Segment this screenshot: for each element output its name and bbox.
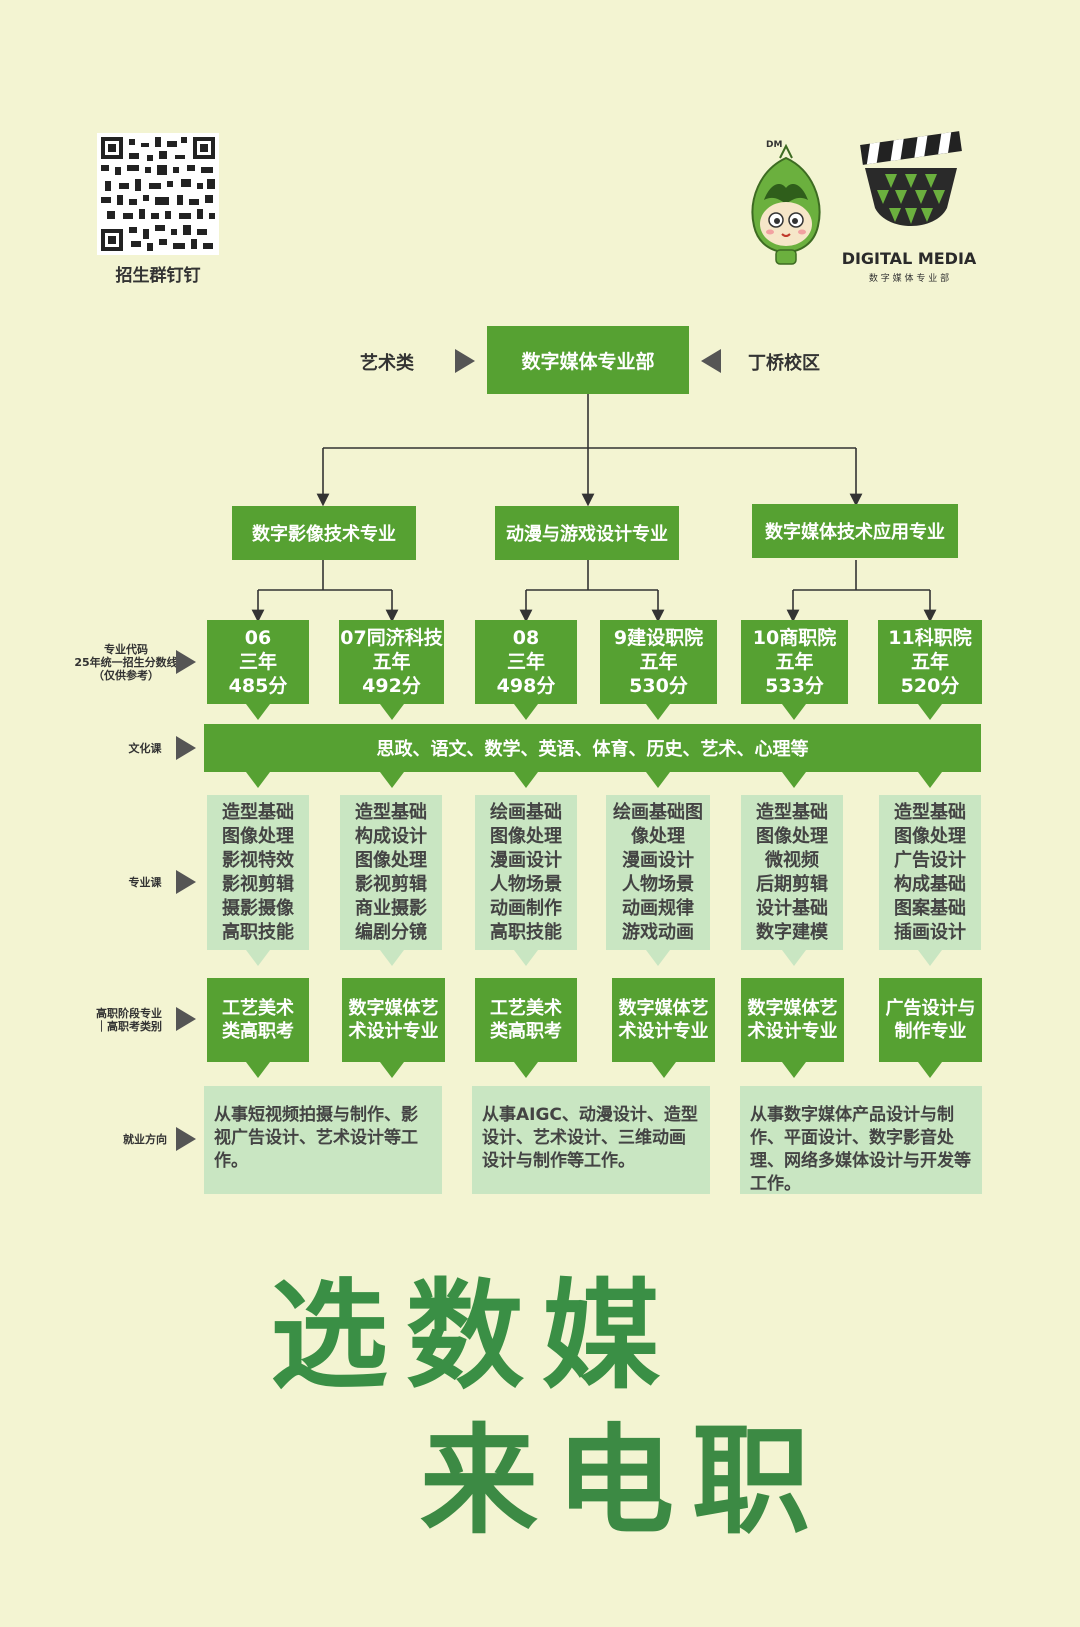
arrow-right-icon (176, 736, 196, 760)
arrow-down-icon (646, 704, 670, 720)
course-box-08: 绘画基础 图像处理 漫画设计 人物场景 动画制作 高职技能 (475, 795, 577, 950)
arrow-right-icon (176, 1007, 196, 1031)
higher-box-07: 数字媒体艺 术设计专业 (342, 978, 445, 1062)
arrow-down-icon (782, 772, 806, 788)
digital-media-logo-icon (860, 131, 962, 226)
arrow-down-icon (380, 950, 404, 966)
brand-name: DIGITAL MEDIA (841, 249, 977, 268)
arrow-down-icon (514, 950, 538, 966)
mascot-tag: DM (766, 140, 783, 150)
code-box-08: 08 三年 498分 (475, 620, 577, 704)
higher-box-06: 工艺美术 类高职考 (207, 978, 309, 1062)
row-label-culture: 文化课 (128, 742, 162, 755)
course-box-11: 造型基础 图像处理 广告设计 构成基础 图案基础 插画设计 (879, 795, 981, 950)
major-box-animation-game: 动漫与游戏设计专业 (495, 506, 679, 560)
arrow-down-icon (246, 950, 270, 966)
higher-box-11: 广告设计与 制作专业 (879, 978, 982, 1062)
arrow-down-icon (646, 950, 670, 966)
career-box-digital-imaging: 从事短视频拍摄与制作、影视广告设计、艺术设计等工作。 (204, 1086, 442, 1194)
arrow-right-icon (176, 1127, 196, 1151)
qr-caption: 招生群钉钉 (115, 266, 201, 286)
arrow-down-icon (514, 1062, 538, 1078)
arrow-down-icon (246, 704, 270, 720)
arrow-down-icon (918, 772, 942, 788)
higher-box-09: 数字媒体艺 术设计专业 (612, 978, 715, 1062)
arrow-down-icon (918, 704, 942, 720)
brand-subtitle: 数 字 媒 体 专 业 部 (868, 274, 950, 284)
culture-courses-band: 思政、语文、数学、英语、体育、历史、艺术、心理等 (204, 724, 981, 772)
row-label-code: 专业代码 25年统一招生分数线 （仅供参考） (74, 643, 178, 682)
arrow-down-icon (918, 950, 942, 966)
mascot-image (751, 143, 821, 265)
arrow-down-icon (782, 950, 806, 966)
arrow-down-icon (646, 772, 670, 788)
code-box-07: 07同济科技 五年 492分 (339, 620, 444, 704)
campus-label: 丁桥校区 (748, 353, 820, 374)
department-box: 数字媒体专业部 (487, 326, 689, 394)
arrow-down-icon (380, 772, 404, 788)
course-box-10: 造型基础 图像处理 微视频 后期剪辑 设计基础 数字建模 (741, 795, 843, 950)
course-box-06: 造型基础 图像处理 影视特效 影视剪辑 摄影摄像 高职技能 (207, 795, 309, 950)
arrow-down-icon (918, 1062, 942, 1078)
higher-box-10: 数字媒体艺 术设计专业 (741, 978, 844, 1062)
code-box-06: 06 三年 485分 (207, 620, 309, 704)
code-box-09: 9建设职院 五年 530分 (600, 620, 717, 704)
arrow-left-icon (701, 349, 721, 373)
row-label-career: 就业方向 (123, 1133, 167, 1146)
arrow-down-icon (782, 1062, 806, 1078)
row-label-professional: 专业课 (128, 876, 162, 889)
row-label-higher: 高职阶段专业 ｜高职考类别 (96, 1007, 162, 1033)
qr-code-image (97, 133, 219, 255)
career-box-digital-media-tech: 从事数字媒体产品设计与制作、平面设计、数字影音处理、网络多媒体设计与开发等工作。 (740, 1086, 982, 1194)
arrow-down-icon (782, 704, 806, 720)
connector-lines (251, 394, 937, 623)
course-box-07: 造型基础 构成设计 图像处理 影视剪辑 商业摄影 编剧分镜 (340, 795, 442, 950)
slogan-line-2: 来电职 (420, 1411, 829, 1550)
course-box-09: 绘画基础图 像处理 漫画设计 人物场景 动画规律 游戏动画 (606, 795, 710, 950)
arrow-right-icon (176, 650, 196, 674)
category-label: 艺术类 (360, 353, 414, 374)
arrow-down-icon (652, 1062, 676, 1078)
arrow-down-icon (514, 704, 538, 720)
slogan-line-1: 选数媒 (270, 1266, 679, 1405)
arrow-right-icon (176, 870, 196, 894)
code-box-11: 11科职院 五年 520分 (878, 620, 982, 704)
major-box-digital-media-tech: 数字媒体技术应用专业 (752, 504, 958, 558)
arrow-down-icon (380, 704, 404, 720)
code-box-10: 10商职院 五年 533分 (741, 620, 848, 704)
arrow-down-icon (246, 772, 270, 788)
major-box-digital-imaging: 数字影像技术专业 (232, 506, 416, 560)
arrow-right-icon (455, 349, 475, 373)
arrow-down-icon (380, 1062, 404, 1078)
higher-box-08: 工艺美术 类高职考 (475, 978, 577, 1062)
career-box-animation-game: 从事AIGC、动漫设计、造型设计、艺术设计、三维动画设计与制作等工作。 (472, 1086, 710, 1194)
arrow-down-icon (246, 1062, 270, 1078)
arrow-down-icon (514, 772, 538, 788)
